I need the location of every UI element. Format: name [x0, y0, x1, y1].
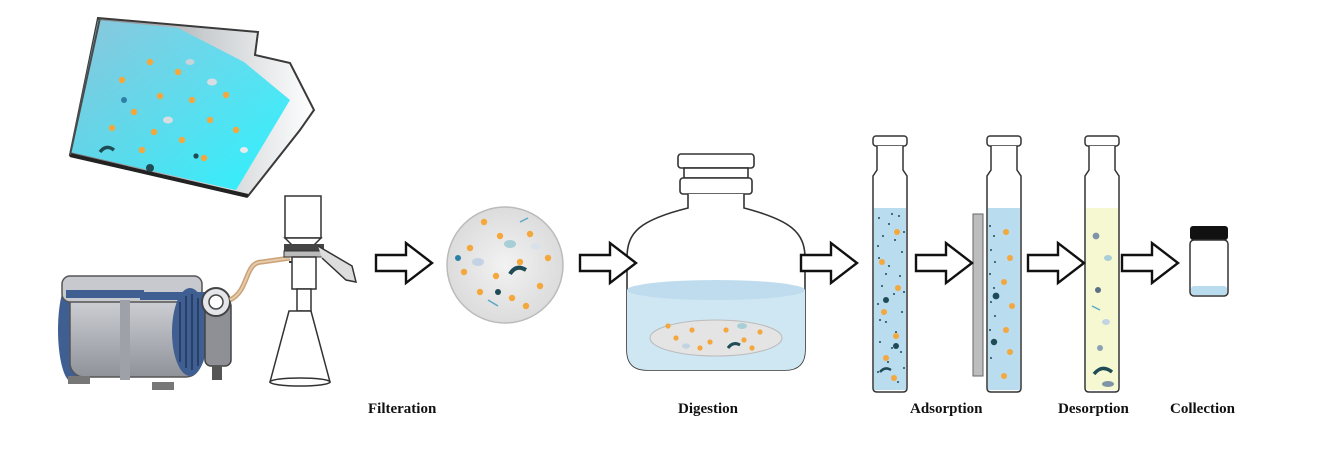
step-label-filteration: Filteration [368, 401, 437, 417]
step-label-digestion: Digestion [678, 401, 738, 417]
filter-flask-icon [269, 195, 358, 387]
arrow-right-icon [1026, 241, 1086, 285]
adsorbent-dots [877, 213, 905, 383]
particle-dots [98, 58, 248, 172]
step-label-adsorption: Adsorption [910, 401, 983, 417]
arrow-right-icon [799, 241, 859, 285]
tilted-beaker-icon [68, 16, 316, 198]
digestion-jar-icon [626, 153, 806, 371]
arrow-right-icon [914, 241, 974, 285]
filter-membrane-icon [446, 206, 564, 324]
step-label-collection: Collection [1170, 401, 1235, 417]
vacuum-pump-icon [58, 255, 291, 390]
arrow-right-icon [374, 241, 434, 285]
magnetic-column-icon [972, 135, 1022, 393]
step-label-desorption: Desorption [1058, 401, 1129, 417]
adsorption-column-icon [872, 135, 908, 393]
desorption-column-icon [1084, 135, 1120, 393]
arrow-right-icon [1120, 241, 1180, 285]
collection-vial-icon [1189, 226, 1229, 297]
